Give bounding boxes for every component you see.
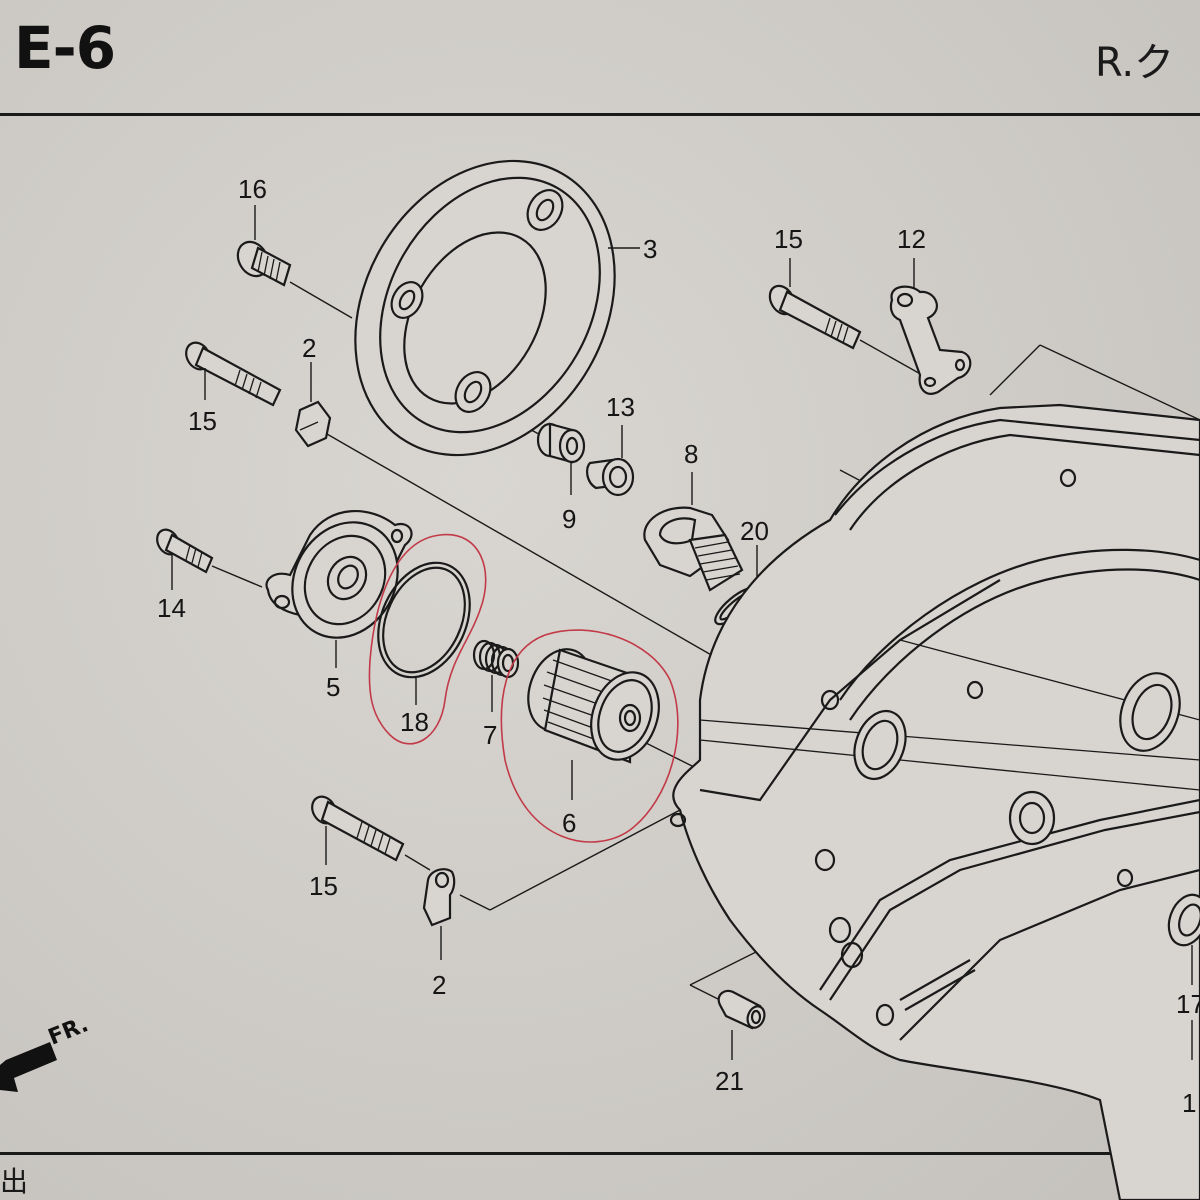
- footer-left-text: 出: [0, 1165, 29, 1198]
- label-1: 1: [1182, 1088, 1196, 1118]
- label-2-upper: 2: [302, 333, 316, 363]
- part-21-dowel-pin[interactable]: [717, 989, 768, 1060]
- part-7-spring[interactable]: [472, 639, 520, 712]
- part-5-filter-cover[interactable]: [265, 503, 419, 668]
- label-17: 17: [1176, 989, 1200, 1019]
- part-6-oil-filter[interactable]: [517, 640, 670, 800]
- label-21: 21: [715, 1066, 744, 1096]
- part-15-flange-bolt-lower[interactable]: [307, 792, 405, 865]
- part-3-cover-plate[interactable]: [304, 114, 667, 502]
- label-8: 8: [684, 439, 698, 469]
- label-13: 13: [606, 392, 635, 422]
- label-15-lower: 15: [309, 871, 338, 901]
- crankcase-right[interactable]: [669, 403, 1200, 1200]
- label-12: 12: [897, 224, 926, 254]
- front-label: FR.: [45, 1012, 92, 1050]
- arrow-front-icon: [0, 1042, 57, 1092]
- label-5: 5: [326, 672, 340, 702]
- part-17-oil-seal[interactable]: [1162, 889, 1200, 1060]
- part-15-flange-bolt-left[interactable]: [181, 338, 282, 407]
- top-rule: [0, 113, 1200, 116]
- front-direction-indicator: FR.: [0, 1012, 92, 1092]
- part-12-bracket[interactable]: [889, 258, 972, 395]
- part-9-grommet[interactable]: [536, 422, 586, 495]
- part-8-filler-cap[interactable]: [643, 472, 744, 592]
- label-16: 16: [238, 174, 267, 204]
- bottom-rule: [0, 1152, 1200, 1155]
- label-7: 7: [483, 720, 497, 750]
- part-15-flange-bolt-upper[interactable]: [765, 258, 862, 350]
- part-2-clamp-lower[interactable]: [422, 868, 456, 960]
- label-2-lower: 2: [432, 970, 446, 1000]
- label-6: 6: [562, 808, 576, 838]
- section-code: E-6: [14, 14, 116, 82]
- label-14: 14: [157, 593, 186, 623]
- label-3: 3: [643, 234, 657, 264]
- label-9: 9: [562, 504, 576, 534]
- section-title: R.ク: [1095, 40, 1175, 86]
- part-13-collar[interactable]: [585, 425, 635, 497]
- highlight-circle-6: [500, 629, 679, 843]
- label-20: 20: [740, 516, 769, 546]
- part-18-o-ring[interactable]: [361, 548, 488, 705]
- label-15-left: 15: [188, 406, 217, 436]
- part-14-bolt[interactable]: [153, 526, 214, 590]
- label-18: 18: [400, 707, 429, 737]
- part-16-screw[interactable]: [232, 205, 292, 287]
- highlight-circle-18: [368, 533, 487, 745]
- part-2-clamp-upper[interactable]: [294, 362, 332, 448]
- label-15-upper: 15: [774, 224, 803, 254]
